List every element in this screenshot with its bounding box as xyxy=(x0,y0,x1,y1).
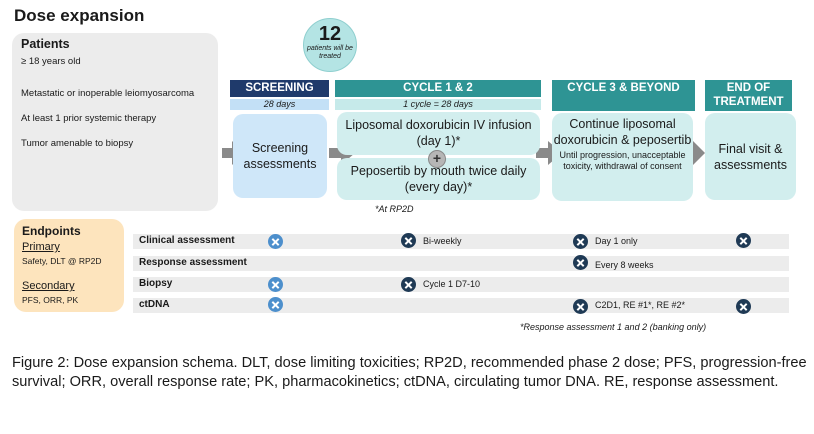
screening-header: SCREENING xyxy=(230,80,329,97)
check-marker-icon xyxy=(401,277,416,292)
check-marker-icon xyxy=(268,234,283,249)
patient-criterion: Metastatic or inoperable leiomyosarcoma xyxy=(21,88,195,99)
end-header: END OF TREATMENT xyxy=(705,80,792,111)
endpoints-panel: Endpoints Primary Safety, DLT @ RP2D Sec… xyxy=(14,219,124,312)
check-marker-icon xyxy=(268,297,283,312)
patient-criterion: At least 1 prior systemic therapy xyxy=(21,113,157,124)
end-box: Final visit & assessments xyxy=(705,113,796,200)
cycle3-box-subtext: Until progression, unacceptable toxicity… xyxy=(559,150,686,171)
end-box-text: Final visit & assessments xyxy=(714,142,787,172)
primary-endpoint-items: Safety, DLT @ RP2D xyxy=(22,256,102,266)
screening-duration: 28 days xyxy=(230,99,329,110)
enrollment-label: patients will be treated xyxy=(307,45,353,60)
secondary-endpoint-label: Secondary xyxy=(22,280,75,292)
cycle12-header: CYCLE 1 & 2 xyxy=(335,80,541,97)
secondary-endpoint-items: PFS, ORR, PK xyxy=(22,295,79,305)
endpoints-heading: Endpoints xyxy=(22,224,81,238)
row-label: Clinical assessment xyxy=(139,235,235,246)
row-note: Every 8 weeks xyxy=(595,260,654,270)
patients-panel: Patients ≥ 18 years old Metastatic or in… xyxy=(12,33,218,211)
row-label: Biopsy xyxy=(139,278,173,289)
schedule-row-response: Response assessment Every 8 weeks xyxy=(133,255,789,271)
cycle12-duration: 1 cycle = 28 days xyxy=(335,99,541,110)
row-note: Day 1 only xyxy=(595,236,638,246)
patient-criterion: Tumor amenable to biopsy xyxy=(21,138,134,149)
check-marker-icon xyxy=(573,255,588,270)
primary-endpoint-label: Primary xyxy=(22,241,60,253)
rp2d-footnote: *At RP2D xyxy=(375,204,414,214)
doxorubicin-box: Liposomal doxorubicin IV infusion (day 1… xyxy=(337,112,540,155)
enrollment-count: 12 xyxy=(318,23,342,45)
peposertib-box: Peposertib by mouth twice daily (every d… xyxy=(337,158,540,200)
check-marker-icon xyxy=(736,233,751,248)
plus-icon: + xyxy=(428,150,446,168)
check-marker-icon xyxy=(401,233,416,248)
enrollment-circle: 12 patients will be treated xyxy=(303,18,357,72)
row-note: Bi-weekly xyxy=(423,236,462,246)
figure-caption: Figure 2: Dose expansion schema. DLT, do… xyxy=(12,355,807,390)
row-label: ctDNA xyxy=(139,299,170,310)
diagram-title: Dose expansion xyxy=(14,6,145,25)
screening-box-text: Screening assessments xyxy=(243,141,317,171)
cycle3-box-text: Continue liposomal doxorubicin & peposer… xyxy=(553,117,692,147)
peposertib-text: Peposertib by mouth twice daily (every d… xyxy=(350,164,527,194)
cycle3-box: Continue liposomal doxorubicin & peposer… xyxy=(552,113,693,201)
cycle3-header: CYCLE 3 & BEYOND xyxy=(552,80,695,111)
screening-box: Screening assessments xyxy=(233,114,327,198)
doxorubicin-text: Liposomal doxorubicin IV infusion (day 1… xyxy=(345,118,532,148)
schedule-row-clinical: Clinical assessment Bi-weekly Day 1 only xyxy=(133,233,789,249)
schedule-row-biopsy: Biopsy Cycle 1 D7-10 xyxy=(133,277,789,292)
row-note: C2D1, RE #1*, RE #2* xyxy=(595,300,686,310)
row-note: Cycle 1 D7-10 xyxy=(423,279,481,289)
schedule-footnote: *Response assessment 1 and 2 (banking on… xyxy=(520,322,707,332)
patients-heading: Patients xyxy=(21,37,70,51)
check-marker-icon xyxy=(736,299,751,314)
schedule-row-ctdna: ctDNA C2D1, RE #1*, RE #2* xyxy=(133,297,789,314)
patient-criterion: ≥ 18 years old xyxy=(21,56,81,67)
row-label: Response assessment xyxy=(139,257,247,268)
check-marker-icon xyxy=(573,299,588,314)
check-marker-icon xyxy=(573,234,588,249)
check-marker-icon xyxy=(268,277,283,292)
